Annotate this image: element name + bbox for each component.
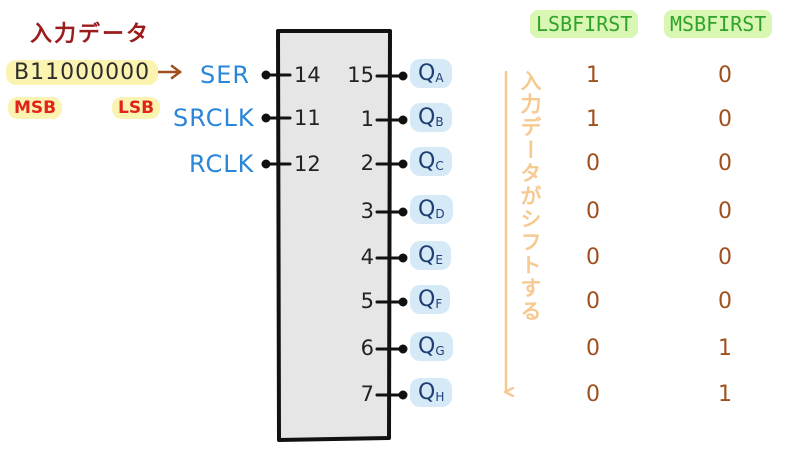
output-label-letter: Q [418,105,436,130]
lsbfirst-bit: 0 [586,151,600,176]
output-label-subscript: G [435,344,445,358]
pin-srclk-number: 11 [294,106,321,130]
input-arrow [155,64,183,80]
output-label-letter: Q [418,197,436,222]
output-label-letter: Q [418,287,436,312]
msbfirst-bit: 0 [718,199,732,224]
lsb-label: LSB [112,97,161,119]
output-label-subscript: D [435,207,445,221]
pin-ser-name: SER [200,61,251,89]
output-label-qg: QG [410,332,453,361]
lsbfirst-bit: 0 [586,289,600,314]
input-data-value: B11000000 [6,60,159,85]
lsbfirst-bit: 1 [586,107,600,132]
shift-note: 入力データがシフトする [518,70,542,323]
pin-ser-number: 14 [294,63,321,87]
output-pin-number: 3 [360,199,374,223]
output-label-letter: Q [418,334,436,359]
output-label-subscript: E [435,253,443,267]
msbfirst-bit: 0 [718,245,732,270]
right-pin-lines [375,71,408,400]
output-pin-number: 6 [360,336,374,360]
lsbfirst-bit: 0 [586,245,600,270]
msbfirst-bit: 0 [718,107,732,132]
left-pin-lines [261,70,292,169]
ic-chip-body [276,29,392,442]
lsbfirst-header: LSBFIRST [530,10,639,38]
output-label-qe: QE [410,241,451,270]
output-pin-number: 2 [360,151,374,175]
msbfirst-bit: 0 [718,289,732,314]
output-label-letter: Q [418,380,436,405]
pin-rclk-number: 12 [294,152,321,176]
output-pin-number: 15 [347,63,374,87]
output-pin-number: 7 [360,382,374,406]
output-label-subscript: H [435,390,445,404]
msbfirst-bit: 1 [718,336,732,361]
output-label-letter: Q [418,243,436,268]
output-label-qb: QB [410,103,452,132]
output-label-subscript: F [435,297,443,311]
msbfirst-bit: 1 [718,382,732,407]
output-label-subscript: B [435,115,444,129]
output-label-qf: QF [410,285,451,314]
pin-rclk-name: RCLK [189,150,255,178]
output-pin-number: 4 [360,245,374,269]
lsbfirst-bit: 0 [586,199,600,224]
output-label-qh: QH [410,378,453,407]
output-label-subscript: A [435,71,444,85]
output-label-qd: QD [410,195,453,224]
output-pin-number: 1 [360,107,374,131]
pin-srclk-name: SRCLK [173,104,255,132]
msb-label: MSB [8,97,63,119]
output-label-letter: Q [418,61,436,86]
output-label-qa: QA [410,59,452,88]
lsbfirst-bit: 1 [586,63,600,88]
msbfirst-bit: 0 [718,151,732,176]
msbfirst-bit: 0 [718,63,732,88]
msbfirst-header: MSBFIRST [664,10,773,38]
output-label-qc: QC [410,147,452,176]
lsbfirst-bit: 0 [586,336,600,361]
output-pin-number: 5 [360,289,374,313]
output-label-letter: Q [418,149,436,174]
lsbfirst-bit: 0 [586,382,600,407]
output-label-subscript: C [435,159,444,173]
input-data-title: 入力データ [30,22,151,47]
